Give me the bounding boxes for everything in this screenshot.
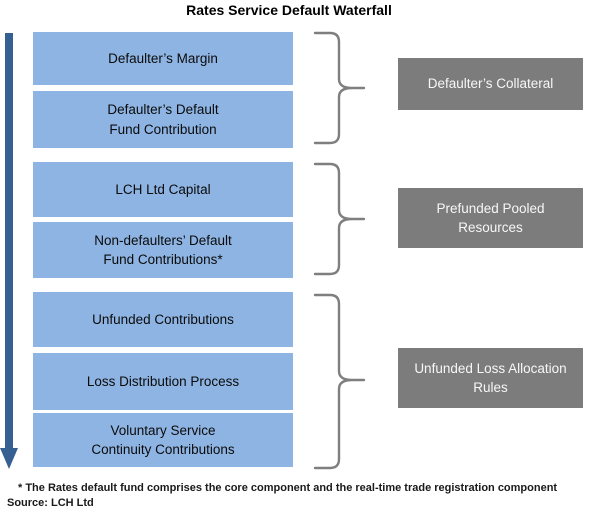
brace-prefunded-pooled-resources bbox=[313, 162, 366, 276]
stage-non-defaulters-default-fund-contributions: Non-defaulters’ Default Fund Contributio… bbox=[33, 222, 293, 278]
source-line: Source: LCH Ltd bbox=[7, 497, 94, 509]
stage-label: Defaulter’s Margin bbox=[108, 50, 218, 66]
stage-label: Non-defaulters’ Default Fund Contributio… bbox=[94, 232, 232, 267]
group-unfunded-loss-allocation-rules: Unfunded Loss Allocation Rules bbox=[398, 348, 583, 408]
stage-label: Loss Distribution Process bbox=[86, 373, 240, 389]
stage-label: Defaulter’s Default Fund Contribution bbox=[107, 102, 219, 137]
stage-unfunded-contributions: Unfunded Contributions bbox=[33, 292, 293, 347]
brace-unfunded-loss-allocation bbox=[313, 293, 366, 470]
stage-label: Voluntary Service Continuity Contributio… bbox=[91, 422, 235, 457]
stage-lch-ltd-capital: LCH Ltd Capital bbox=[33, 162, 293, 217]
page-title: Rates Service Default Waterfall bbox=[186, 2, 392, 18]
stage-defaulters-default-fund-contribution: Defaulter’s Default Fund Contribution bbox=[33, 91, 293, 148]
footnote: * The Rates default fund comprises the c… bbox=[18, 482, 558, 494]
down-arrow-icon bbox=[0, 33, 18, 469]
brace-defaulters-collateral bbox=[313, 31, 366, 145]
stage-voluntary-service-continuity-contributions: Voluntary Service Continuity Contributio… bbox=[33, 413, 293, 467]
stage-defaulters-margin: Defaulter’s Margin bbox=[33, 32, 293, 85]
group-label: Defaulter’s Collateral bbox=[427, 76, 554, 92]
group-label: Unfunded Loss Allocation Rules bbox=[414, 360, 567, 395]
stage-label: LCH Ltd Capital bbox=[115, 181, 211, 197]
group-prefunded-pooled-resources: Prefunded Pooled Resources bbox=[398, 188, 583, 248]
stage-loss-distribution-process: Loss Distribution Process bbox=[33, 353, 293, 410]
stage-label: Unfunded Contributions bbox=[92, 311, 234, 327]
group-defaulters-collateral: Defaulter’s Collateral bbox=[398, 58, 583, 110]
group-label: Prefunded Pooled Resources bbox=[436, 200, 545, 235]
